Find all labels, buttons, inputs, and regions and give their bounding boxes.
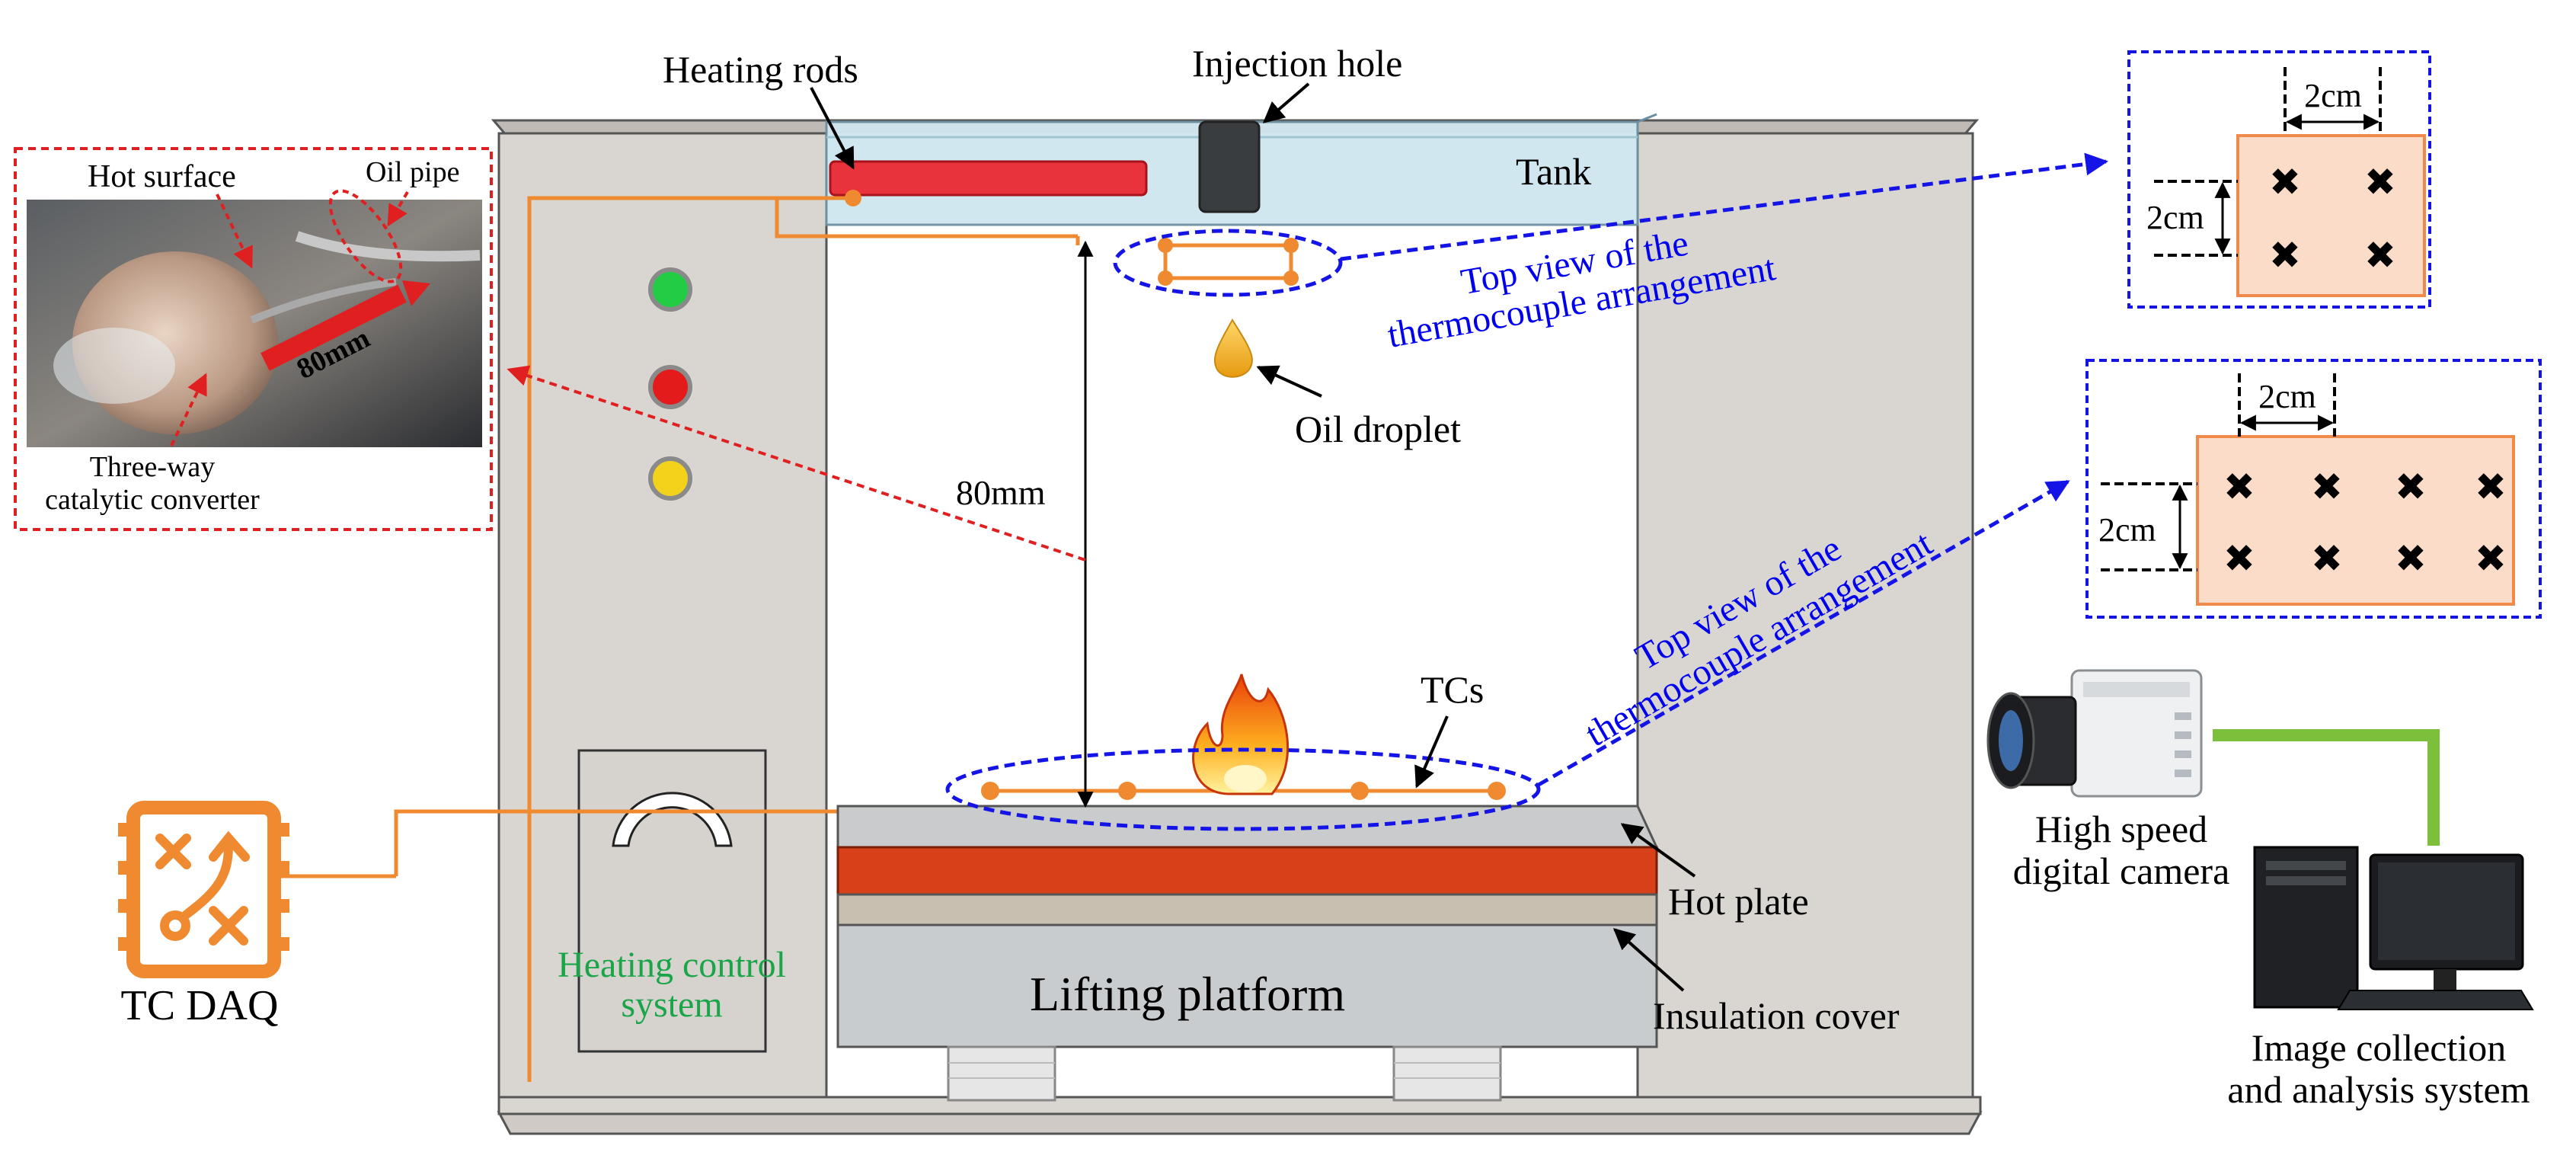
tc-marker: ✖	[2395, 466, 2427, 508]
tc-marker: ✖	[2269, 161, 2301, 203]
tc-marker: ✖	[2269, 234, 2301, 277]
injection-hole-label: Injection hole	[1192, 42, 1402, 85]
tc-marker: ✖	[2223, 466, 2255, 508]
computer-workstation-icon	[2253, 846, 2534, 1010]
insulation-cover-pointer	[1612, 928, 1685, 992]
upper-top-view-panel: 2cm 2cm ✖ ✖ ✖ ✖	[2127, 50, 2431, 309]
heating-rod	[829, 160, 1148, 197]
hot-plate-stack	[836, 805, 1659, 1048]
distance-label: 80mm	[956, 473, 1046, 512]
tc-daq-label: TC DAQ	[121, 982, 279, 1029]
image-system-label-line1: Image collection	[2252, 1026, 2507, 1069]
lower-top-view-panel: 2cm 2cm ✖ ✖ ✖ ✖ ✖ ✖ ✖ ✖	[2085, 359, 2542, 619]
lower-view-connector	[1537, 479, 2070, 787]
injection-hole	[1198, 120, 1261, 213]
platform-legs	[947, 1045, 1502, 1102]
tc-marker: ✖	[2475, 466, 2507, 508]
lower-tc-highlight	[945, 747, 1541, 831]
heating-control-label-line2: system	[621, 984, 722, 1025]
hot-plate-label: Hot plate	[1668, 880, 1809, 923]
high-speed-camera-icon	[1986, 669, 2203, 798]
heating-control-label-line1: Heating control	[558, 945, 786, 985]
upper-view-connector	[1340, 152, 2108, 261]
tc-marker: ✖	[2364, 234, 2396, 277]
tc-marker: ✖	[2475, 537, 2507, 580]
heating-control-box	[577, 749, 767, 1053]
tcs-pointer	[1414, 715, 1449, 789]
tc-marker: ✖	[2364, 161, 2396, 203]
heating-rods-label: Heating rods	[663, 48, 858, 91]
thermocouple-junctions	[845, 190, 1506, 800]
lifting-platform-label: Lifting platform	[1030, 967, 1345, 1021]
tank-label: Tank	[1516, 150, 1591, 193]
oil-droplet-icon	[1213, 318, 1253, 378]
hot-plate-pointer	[1620, 823, 1696, 878]
svg-text:2cm: 2cm	[2146, 199, 2204, 236]
image-system-label-line2: and analysis system	[2227, 1068, 2530, 1111]
tc-marker: ✖	[2311, 466, 2343, 508]
camera-label-line1: High speed	[2035, 808, 2207, 850]
photo-frame	[14, 147, 493, 531]
hot-surface-pointer	[216, 194, 253, 269]
camera-data-cable	[2213, 729, 2440, 846]
svg-text:2cm: 2cm	[2258, 378, 2316, 415]
oil-droplet-pointer	[1256, 365, 1322, 398]
camera-label-line2: digital camera	[2013, 850, 2230, 892]
oil-pipe-label: Oil pipe	[366, 156, 459, 188]
yellow-indicator-light	[648, 456, 692, 501]
tc-marker: ✖	[2223, 537, 2255, 580]
hot-surface-label: Hot surface	[88, 159, 236, 194]
insulation-cover-label: Insulation cover	[1653, 994, 1900, 1037]
engine-bay-photo	[27, 189, 482, 447]
tc-daq-icon	[118, 801, 289, 978]
green-indicator-light	[648, 267, 692, 312]
svg-text:2cm: 2cm	[2098, 511, 2156, 549]
upper-tc-highlight	[1113, 229, 1343, 297]
tcs-label: TCs	[1421, 668, 1484, 711]
red-indicator-light	[648, 365, 692, 409]
oil-droplet-label: Oil droplet	[1295, 408, 1461, 450]
converter-label-line1: Three-way	[90, 451, 216, 483]
tc-marker: ✖	[2311, 537, 2343, 580]
heating-rods-pointer	[810, 87, 855, 170]
injection-hole-pointer	[1262, 82, 1310, 123]
svg-text:2cm: 2cm	[2304, 77, 2362, 114]
flame-icon	[1192, 674, 1289, 795]
converter-label-line2: catalytic converter	[45, 484, 260, 516]
tc-marker: ✖	[2395, 537, 2427, 580]
photo-connector	[507, 365, 1086, 562]
converter-pointer	[170, 373, 207, 446]
